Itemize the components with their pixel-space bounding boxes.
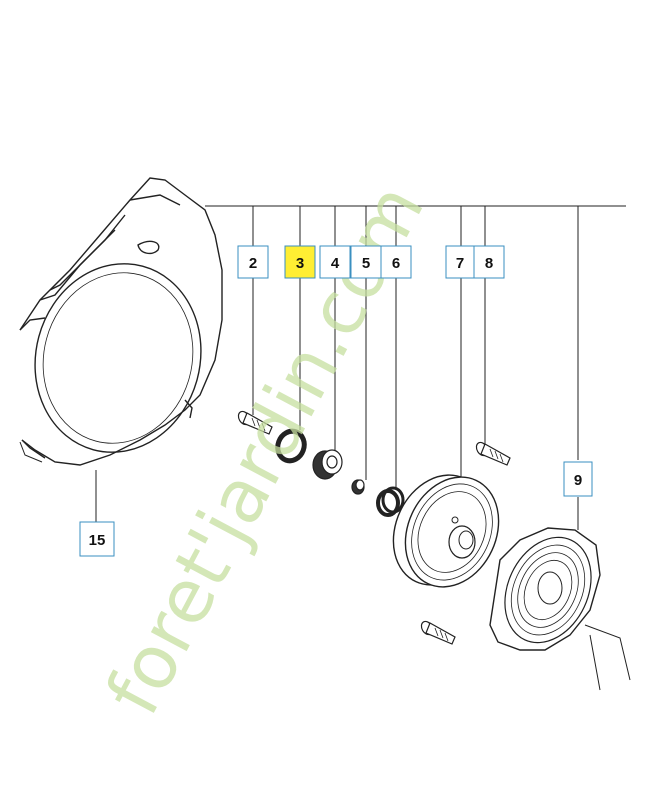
callout-8[interactable]: 8	[473, 245, 505, 279]
callout-label: 4	[331, 255, 340, 272]
bushing-part-4	[312, 449, 343, 480]
rope-pulley-part-7	[392, 474, 500, 588]
callout-6[interactable]: 6	[380, 245, 412, 279]
callout-label: 6	[392, 255, 400, 272]
small-screw-part-5	[351, 479, 365, 495]
callout-5[interactable]: 5	[350, 245, 382, 279]
callout-label: 15	[89, 532, 106, 549]
callout-15[interactable]: 15	[79, 521, 115, 557]
callout-4[interactable]: 4	[319, 245, 351, 279]
spring-ring-part-6	[376, 486, 405, 517]
screw-lower	[420, 620, 456, 645]
screw-part-2	[237, 410, 273, 435]
ring-part-3	[275, 428, 307, 464]
spring-housing-part-9	[489, 527, 631, 691]
callout-label: 2	[249, 255, 257, 272]
starter-housing-cover	[19, 177, 223, 466]
callout-label: 5	[362, 255, 370, 272]
callout-label: 9	[574, 472, 582, 489]
screw-part-8	[475, 441, 511, 466]
callout-7[interactable]: 7	[445, 245, 475, 279]
callout-2[interactable]: 2	[237, 245, 269, 279]
leader-lines	[95, 205, 626, 530]
callout-label: 3	[296, 255, 304, 272]
callout-3[interactable]: 3	[284, 245, 316, 279]
callout-label: 7	[456, 255, 464, 272]
callout-9[interactable]: 9	[563, 461, 593, 497]
callout-label: 8	[485, 255, 493, 272]
